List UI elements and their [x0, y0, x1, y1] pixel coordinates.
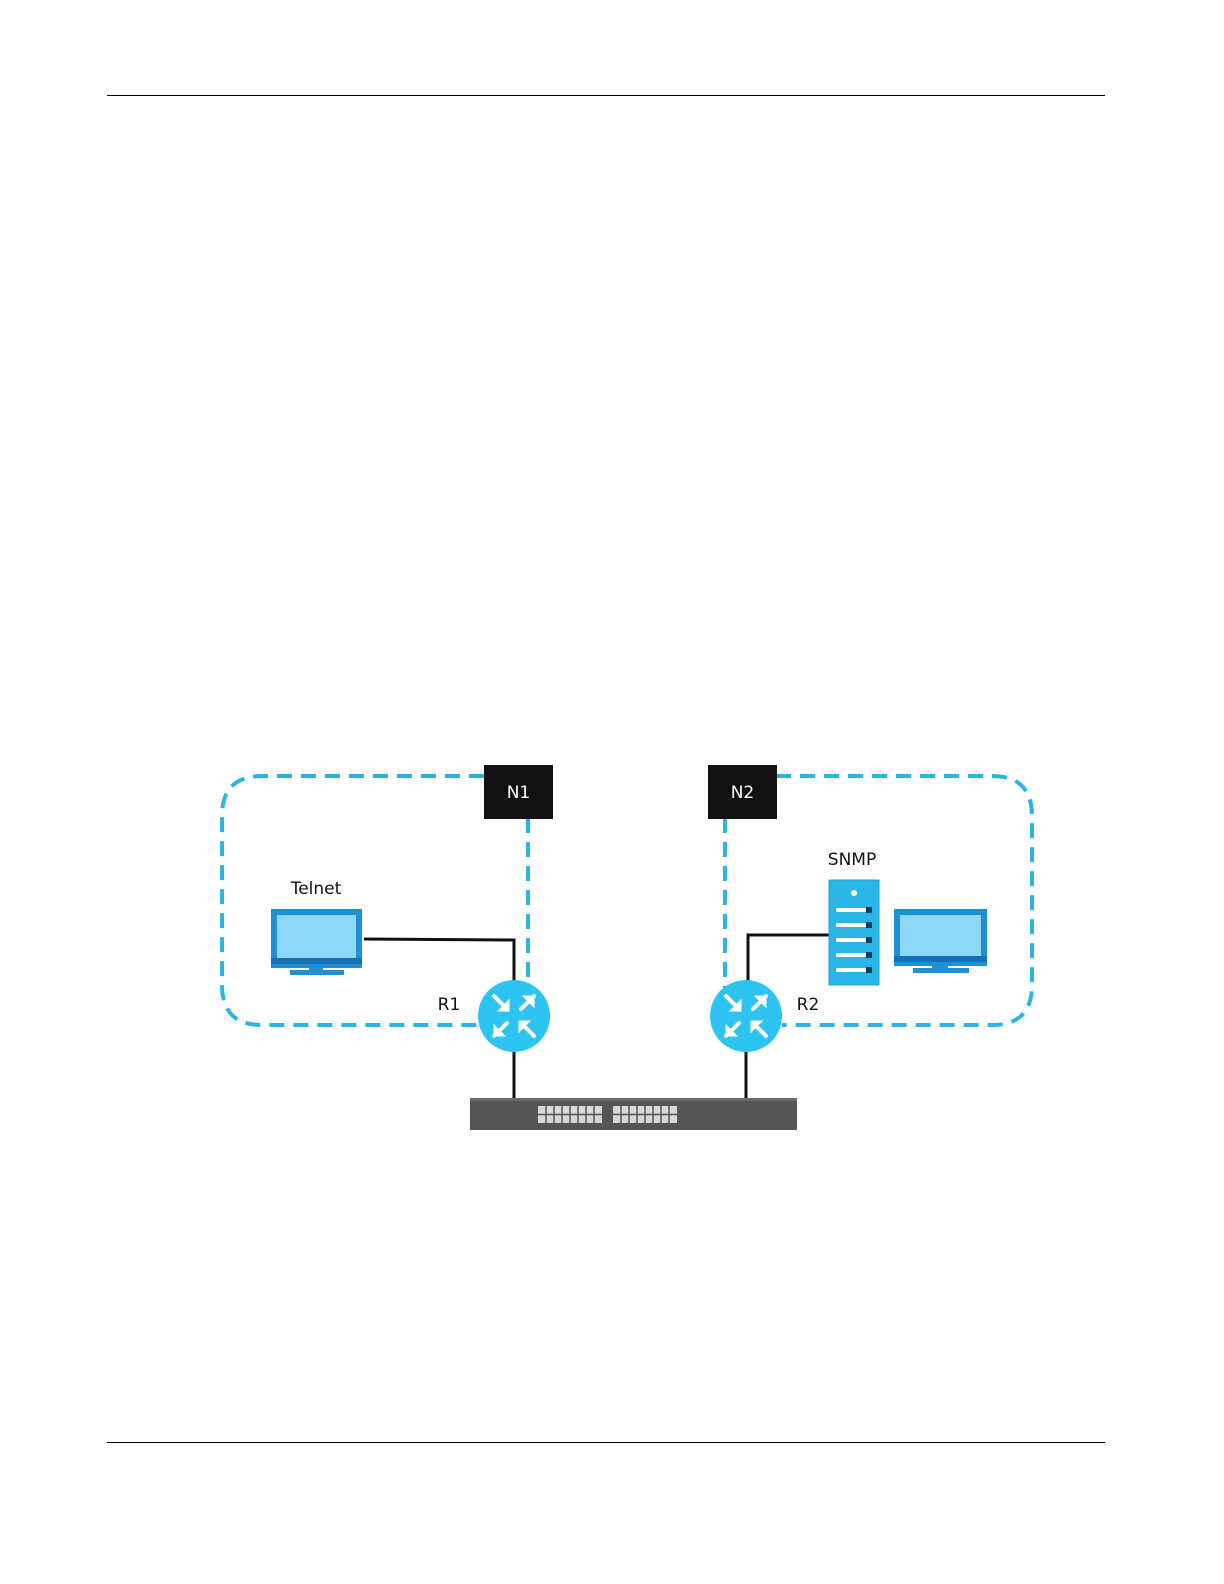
server-icon — [829, 880, 879, 985]
telnet-host: Telnet — [271, 879, 362, 975]
telnet-label: Telnet — [290, 879, 342, 899]
snmp-monitor — [894, 909, 987, 973]
network-tag-n1: N1 — [484, 765, 553, 819]
cable-r2-server — [748, 935, 830, 982]
monitor-icon — [894, 909, 987, 973]
snmp-server: SNMP — [828, 850, 879, 985]
snmp-label: SNMP — [828, 850, 876, 870]
router-icon — [478, 980, 550, 1052]
cable-telnet-r1 — [364, 939, 514, 982]
switch — [470, 1098, 797, 1130]
network-n2-boundary — [776, 776, 1032, 1025]
network-n1-boundary — [222, 776, 484, 1025]
router-r2: R2 — [710, 980, 819, 1052]
router-r1: R1 — [438, 980, 550, 1052]
network-tag-n2-label: N2 — [731, 783, 755, 803]
switch-icon — [470, 1098, 797, 1130]
network-tag-n1-label: N1 — [507, 783, 531, 803]
router-icon — [710, 980, 782, 1052]
router-r2-label: R2 — [797, 995, 820, 1015]
network-tag-n2: N2 — [708, 765, 777, 819]
router-r1-label: R1 — [438, 995, 461, 1015]
monitor-icon — [271, 909, 362, 975]
